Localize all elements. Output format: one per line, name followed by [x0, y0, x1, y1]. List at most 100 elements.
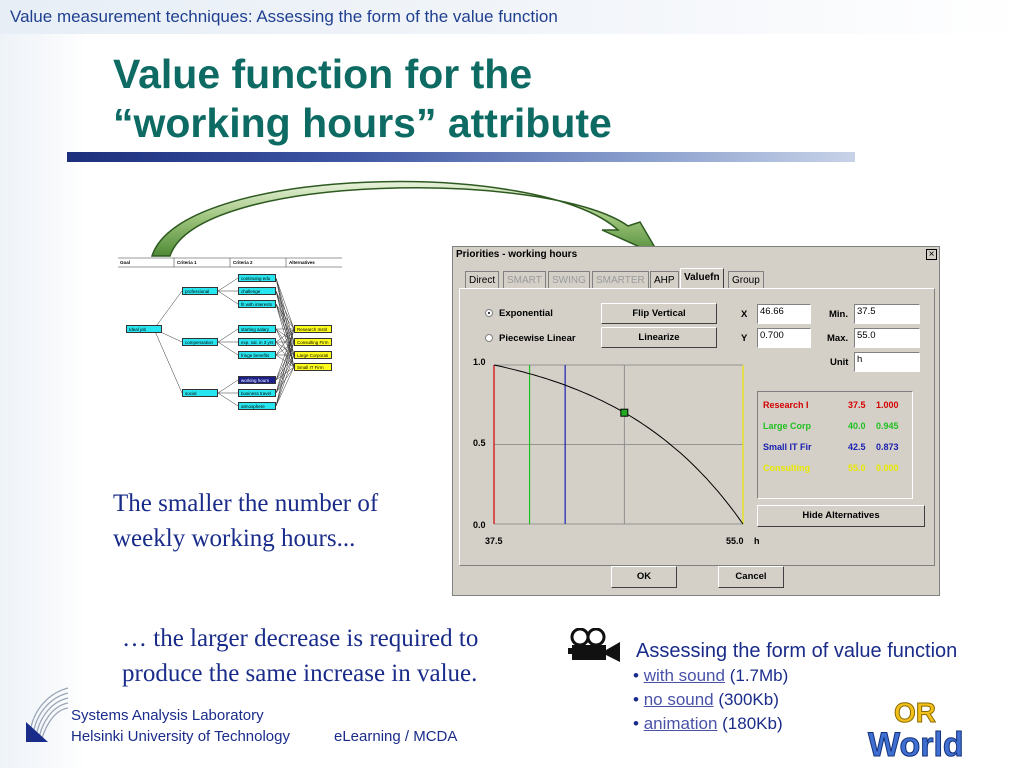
- alternative-value: 0.945: [876, 421, 899, 431]
- selected-point-handle: [620, 408, 629, 417]
- tree-node-criteria2[interactable]: atmosphere: [238, 402, 276, 410]
- animation-link[interactable]: animation: [643, 714, 718, 733]
- with-sound-link[interactable]: with sound: [643, 666, 725, 685]
- unit-input[interactable]: h: [854, 352, 920, 372]
- svg-text:World: World: [868, 726, 964, 760]
- or-world-logo: OR World: [868, 697, 965, 761]
- x-max-label: 55.0: [726, 536, 744, 546]
- media-item: • with sound (1.7Mb): [633, 666, 789, 685]
- tree-node-working-hours[interactable]: working hours: [238, 376, 276, 384]
- title-rule: [67, 152, 855, 162]
- y-tick-label: 0.0: [473, 520, 486, 530]
- tree-node-criteria1[interactable]: compensation: [182, 338, 218, 346]
- x-input[interactable]: 46.66: [757, 304, 811, 324]
- media-title: Assessing the form of value function: [636, 640, 958, 662]
- tree-node-alternative[interactable]: Research Instit: [294, 325, 332, 333]
- close-icon[interactable]: ×: [926, 249, 937, 260]
- tree-node-alternative[interactable]: Consulting Firm: [294, 338, 332, 346]
- tab-direct[interactable]: Direct: [465, 271, 500, 288]
- breadcrumb: Value measurement techniques: Assessing …: [10, 7, 558, 26]
- note-1-line-2: weekly working hours...: [113, 525, 356, 552]
- x-label: X: [741, 309, 748, 320]
- tree-node-criteria2[interactable]: fit with interests: [238, 300, 276, 308]
- note-2-line-1: … the larger decrease is required to: [122, 625, 479, 652]
- title-line-1: Value function for the: [113, 51, 533, 97]
- radio-exponential-label: Exponential: [499, 308, 553, 319]
- tree-node-alternative[interactable]: Small IT Firm: [294, 363, 332, 371]
- radio-piecewise-label: Piecewise Linear: [499, 333, 576, 344]
- tree-col-goal: Goal: [120, 260, 131, 265]
- dialog-title: Priorities - working hours: [456, 249, 578, 260]
- alternative-x: 37.5: [848, 400, 866, 410]
- min-input[interactable]: 37.5: [854, 304, 920, 324]
- tab-smarter[interactable]: SMARTER: [592, 271, 649, 288]
- y-tick-label: 0.5: [473, 438, 486, 448]
- y-input[interactable]: 0.700: [757, 328, 811, 348]
- media-size: (300Kb): [718, 690, 779, 709]
- alternative-value: 0.873: [876, 442, 899, 452]
- page-title: Value function for the “working hours” a…: [113, 50, 612, 148]
- linearize-button[interactable]: Linearize: [601, 327, 717, 348]
- max-input[interactable]: 55.0: [854, 328, 920, 348]
- valuefn-panel: [459, 288, 935, 566]
- alternative-name: Consulting: [763, 463, 810, 473]
- value-curve: [493, 364, 744, 525]
- value-function-plot[interactable]: [493, 363, 744, 525]
- tab-valuefn[interactable]: Valuefn: [680, 268, 724, 289]
- tree-node-criteria2[interactable]: starting salary: [238, 325, 276, 333]
- x-min-label: 37.5: [485, 536, 503, 546]
- university-name: Helsinki University of Technology: [71, 728, 290, 745]
- alternative-x: 42.5: [848, 442, 866, 452]
- alternative-value: 1.000: [876, 400, 899, 410]
- tree-node-criteria2[interactable]: continuing edu: [238, 274, 276, 282]
- tree-node-criteria2[interactable]: challenge: [238, 287, 276, 295]
- note-smaller-hours: The smaller the number of weekly working…: [113, 486, 378, 556]
- media-item: • no sound (300Kb): [633, 690, 779, 709]
- radio-selected-icon: [485, 309, 493, 317]
- video-camera-icon: [568, 628, 620, 662]
- tree-node-criteria1[interactable]: professional: [182, 287, 218, 295]
- tree-node-alternative[interactable]: Large Corporati: [294, 351, 332, 359]
- tab-group[interactable]: Group: [728, 271, 764, 288]
- radio-piecewise[interactable]: Piecewise Linear: [485, 333, 576, 344]
- y-label: Y: [741, 333, 748, 344]
- tree-node-criteria2[interactable]: business travel: [238, 389, 276, 397]
- x-unit-label: h: [754, 536, 760, 546]
- tree-node-criteria1[interactable]: social: [182, 389, 218, 397]
- alternative-x: 55.0: [848, 463, 866, 473]
- side-gradient: [0, 0, 86, 768]
- min-label: Min.: [829, 309, 848, 320]
- curved-arrow-icon: [150, 180, 662, 258]
- ok-button[interactable]: OK: [611, 566, 677, 588]
- tab-ahp[interactable]: AHP: [650, 271, 679, 288]
- media-size: (180Kb): [722, 714, 783, 733]
- note-larger-decrease: … the larger decrease is required to pro…: [122, 621, 478, 691]
- tab-smart[interactable]: SMART: [503, 271, 546, 288]
- alternative-value: 0.000: [876, 463, 899, 473]
- tree-node-criteria2[interactable]: fringe benefits: [238, 351, 276, 359]
- dialog-titlebar[interactable]: Priorities - working hours ×: [453, 247, 939, 264]
- value-tree-diagram: Goal Criteria 1 Criteria 2 Alternatives …: [118, 256, 342, 416]
- hide-alternatives-button[interactable]: Hide Alternatives: [757, 505, 925, 527]
- value-tree-links: [118, 257, 342, 407]
- priorities-dialog: Priorities - working hours × Direct SMAR…: [452, 246, 940, 596]
- radio-unselected-icon: [485, 334, 493, 342]
- cancel-button[interactable]: Cancel: [718, 566, 784, 588]
- tree-node-criteria2[interactable]: exp. sal. in 3 yrs: [238, 338, 276, 346]
- note-2-line-2: produce the same increase in value.: [122, 660, 478, 687]
- tree-col-criteria2: Criteria 2: [233, 260, 253, 265]
- unit-label: Unit: [830, 357, 849, 368]
- university-logo-icon: [26, 687, 69, 742]
- tree-node-goal[interactable]: Ideal job: [126, 325, 162, 333]
- flip-vertical-button[interactable]: Flip Vertical: [601, 303, 717, 324]
- alternative-x: 40.0: [848, 421, 866, 431]
- radio-exponential[interactable]: Exponential: [485, 308, 553, 319]
- lab-name: Systems Analysis Laboratory: [71, 707, 264, 724]
- note-1-line-1: The smaller the number of: [113, 490, 379, 517]
- y-tick-label: 1.0: [473, 357, 486, 367]
- no-sound-link[interactable]: no sound: [643, 690, 714, 709]
- tab-swing[interactable]: SWING: [548, 271, 590, 288]
- alternative-name: Large Corp: [763, 421, 812, 431]
- alternative-name: Small IT Fir: [763, 442, 812, 452]
